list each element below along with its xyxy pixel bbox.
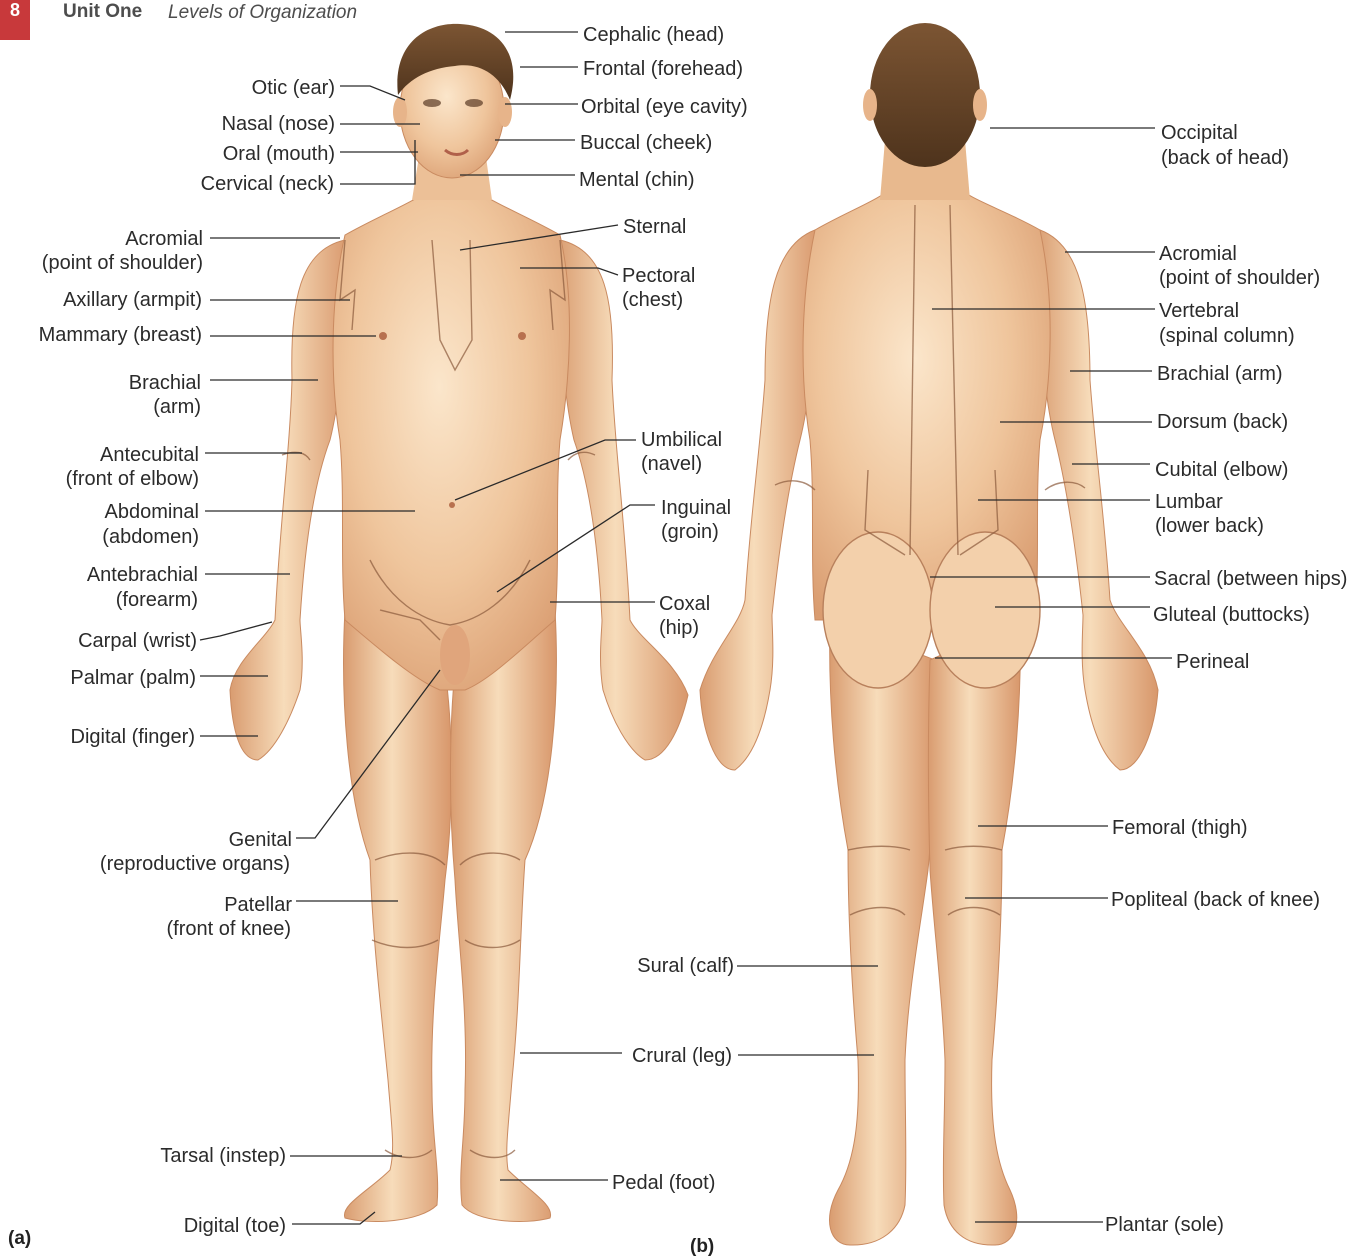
label-plantar: Plantar (sole): [1105, 1214, 1224, 1236]
label-orbital: Orbital (eye cavity): [581, 96, 748, 118]
label-digital-toe: Digital (toe): [184, 1215, 286, 1237]
label-sural: Sural (calf): [637, 955, 734, 977]
label-antebrachial: Antebrachial: [87, 564, 198, 586]
label-acromial-posterior: Acromial: [1159, 243, 1237, 265]
label-femoral: Femoral (thigh): [1112, 817, 1248, 839]
label-acromial-anterior: Acromial: [125, 228, 203, 250]
label-digital-finger: Digital (finger): [71, 726, 195, 748]
label-coxal: Coxal: [659, 593, 710, 615]
label-popliteal: Popliteal (back of knee): [1111, 889, 1320, 911]
label-abdominal-desc: (abdomen): [102, 526, 199, 548]
anterior-left-arm: [230, 240, 350, 760]
label-axillary: Axillary (armpit): [63, 289, 202, 311]
label-inguinal-desc: (groin): [661, 521, 719, 543]
label-mammary: Mammary (breast): [39, 324, 202, 346]
label-nasal: Nasal (nose): [222, 113, 335, 135]
label-sternal: Sternal: [623, 216, 686, 238]
label-patellar-desc: (front of knee): [166, 918, 291, 940]
label-inguinal: Inguinal: [661, 497, 731, 519]
label-dorsum: Dorsum (back): [1157, 411, 1288, 433]
label-occipital-desc: (back of head): [1161, 147, 1289, 169]
label-tarsal: Tarsal (instep): [160, 1145, 286, 1167]
label-otic: Otic (ear): [252, 77, 335, 99]
label-crural: Crural (leg): [632, 1045, 732, 1067]
label-antecubital: Antecubital: [100, 444, 199, 466]
label-occipital: Occipital: [1161, 122, 1238, 144]
label-gluteal: Gluteal (buttocks): [1153, 604, 1310, 626]
anterior-torso: [333, 185, 569, 690]
right-gluteal-shape: [930, 532, 1040, 688]
label-patellar: Patellar: [224, 894, 292, 916]
label-vertebral-desc: (spinal column): [1159, 325, 1295, 347]
anterior-right-leg: [450, 610, 556, 1222]
label-palmar: Palmar (palm): [70, 667, 196, 689]
posterior-head: [870, 23, 980, 167]
label-vertebral: Vertebral: [1159, 300, 1239, 322]
label-carpal: Carpal (wrist): [78, 630, 197, 652]
label-pedal: Pedal (foot): [612, 1172, 715, 1194]
label-pectoral: Pectoral: [622, 265, 695, 287]
label-frontal: Frontal (forehead): [583, 58, 743, 80]
label-umbilical: Umbilical: [641, 429, 722, 451]
label-pectoral-desc: (chest): [622, 289, 683, 311]
label-umbilical-desc: (navel): [641, 453, 702, 475]
posterior-figure: [700, 23, 1158, 1245]
label-lumbar-desc: (lower back): [1155, 515, 1264, 537]
label-lumbar: Lumbar: [1155, 491, 1223, 513]
label-antecubital-desc: (front of elbow): [66, 468, 199, 490]
posterior-right-leg: [929, 620, 1021, 1245]
posterior-left-leg: [829, 620, 935, 1245]
left-gluteal-shape: [823, 532, 933, 688]
label-brachial-anterior-desc: (arm): [153, 396, 201, 418]
label-mental: Mental (chin): [579, 169, 695, 191]
label-cervical: Cervical (neck): [201, 173, 334, 195]
anterior-left-leg: [344, 610, 452, 1222]
label-sacral: Sacral (between hips): [1154, 568, 1347, 590]
label-acromial-posterior-desc: (point of shoulder): [1159, 267, 1320, 289]
label-brachial-anterior: Brachial: [129, 372, 201, 394]
label-genital: Genital: [229, 829, 292, 851]
anterior-figure: [230, 24, 688, 1222]
label-brachial-posterior: Brachial (arm): [1157, 363, 1283, 385]
label-antebrachial-desc: (forearm): [116, 589, 198, 611]
label-cubital: Cubital (elbow): [1155, 459, 1288, 481]
label-genital-desc: (reproductive organs): [100, 853, 290, 875]
panel-label-a: (a): [8, 1228, 31, 1250]
label-abdominal: Abdominal: [104, 501, 199, 523]
label-acromial-anterior-desc: (point of shoulder): [42, 252, 203, 274]
label-perineal: Perineal: [1176, 651, 1249, 673]
label-cephalic: Cephalic (head): [583, 24, 724, 46]
label-oral: Oral (mouth): [223, 143, 335, 165]
label-coxal-desc: (hip): [659, 617, 699, 639]
label-buccal: Buccal (cheek): [580, 132, 712, 154]
panel-label-b: (b): [690, 1236, 714, 1258]
